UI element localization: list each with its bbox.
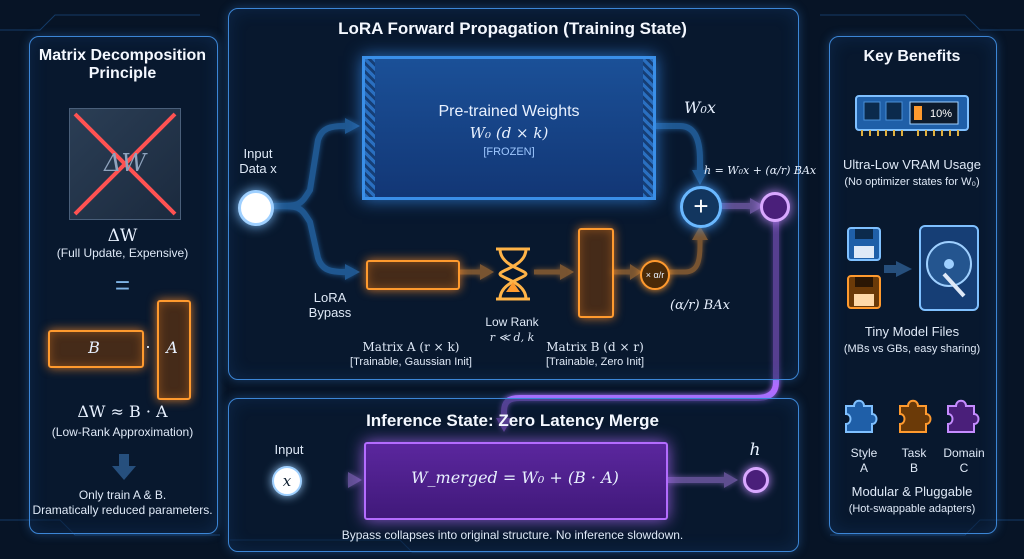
benefit-vram-caption: (No optimizer states for W₀)	[829, 175, 995, 190]
h-formula: h = W₀x + (α/r) BAx	[704, 164, 816, 177]
floppy-disk-orange-icon	[846, 274, 882, 310]
benefit-modular-caption: (Hot-swappable adapters)	[829, 502, 995, 517]
hard-drive-icon	[918, 224, 980, 312]
input-label: Input Data x	[228, 146, 288, 176]
delta-w-caption: (Full Update, Expensive)	[29, 246, 216, 261]
puzzle-piece-orange-icon	[896, 396, 932, 436]
training-title: LoRA Forward Propagation (Training State…	[228, 19, 797, 39]
puzzle-piece-blue-icon	[842, 396, 878, 436]
puzzle-piece-purple-icon	[944, 396, 980, 436]
output-node	[760, 192, 790, 222]
ram-percent: 10%	[926, 108, 956, 120]
input-node	[238, 190, 274, 226]
matrix-b-caption: Matrix B (d × r) [Trainable, Zero Init]	[530, 340, 660, 370]
left-panel-title: Matrix Decomposition Principle	[29, 47, 216, 83]
bypass-label: LoRA Bypass	[300, 290, 360, 320]
approx-formula: ΔW ≈ B · A	[29, 402, 216, 421]
inference-title: Inference State: Zero Latency Merge	[228, 411, 797, 431]
hourglass-icon	[492, 246, 534, 302]
scale-node: × α/r	[640, 260, 670, 290]
merged-formula: W_merged = W₀ + (B · A)	[364, 468, 666, 487]
benefit-files-caption: (MBs vs GBs, easy sharing)	[829, 342, 995, 357]
floppy-disk-icon	[846, 226, 882, 262]
pretrained-formula: W₀ (d × k)	[362, 124, 656, 142]
inference-input-label: Input	[264, 442, 314, 457]
benefits-title: Key Benefits	[829, 48, 995, 66]
multiply-dot: ·	[142, 336, 154, 357]
delta-w-label: ΔW	[29, 226, 216, 246]
inference-input-node: x	[272, 466, 302, 496]
sum-node: +	[680, 186, 722, 228]
w0x-label: W₀x	[684, 98, 716, 117]
inference-output-node	[743, 467, 769, 493]
matrix-b-label: B	[48, 338, 140, 357]
approx-caption: (Low-Rank Approximation)	[29, 425, 216, 440]
equals-sign: =	[29, 270, 216, 301]
full-matrix-icon: ΔW	[69, 108, 181, 220]
benefit-vram-title: Ultra-Low VRAM Usage	[829, 157, 995, 172]
scaled-output-label: (α/r) BAx	[670, 298, 730, 313]
matrix-b-block	[578, 228, 614, 318]
matrix-a-caption: Matrix A (r × k) [Trainable, Gaussian In…	[340, 340, 482, 370]
left-summary: Only train A & B. Dramatically reduced p…	[29, 488, 216, 518]
matrix-a-block	[366, 260, 460, 290]
inference-output-label: h	[740, 440, 770, 460]
inference-caption: Bypass collapses into original structure…	[228, 528, 797, 543]
benefit-files-title: Tiny Model Files	[829, 324, 995, 339]
benefit-modular-title: Modular & Pluggable	[829, 484, 995, 499]
matrix-delta-w: ΔW	[70, 149, 180, 177]
frozen-tag: [FROZEN]	[362, 146, 656, 158]
pretrained-title: Pre-trained Weights	[362, 103, 656, 121]
matrix-a-label: A	[157, 338, 187, 357]
